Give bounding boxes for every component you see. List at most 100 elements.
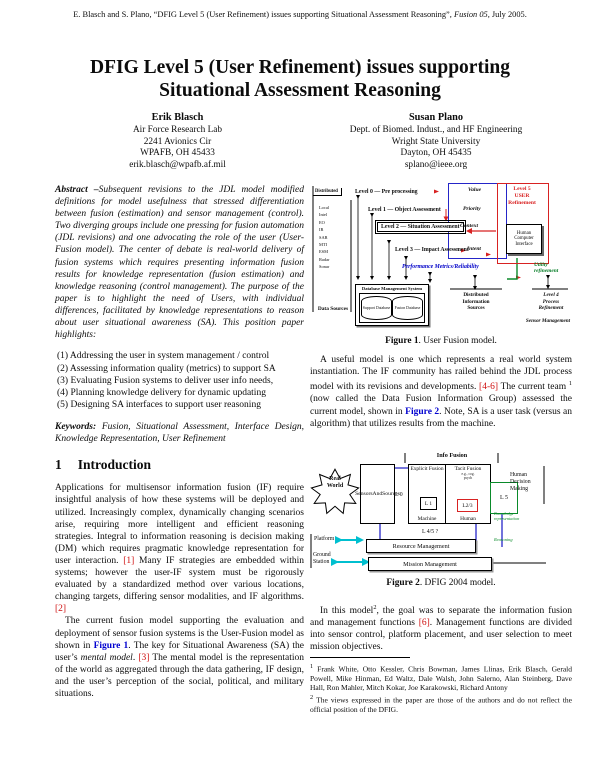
text-segment: [4-6] xyxy=(479,382,499,393)
figure1-dis-line: Sources xyxy=(467,305,485,312)
author-affil-line: 2241 Avionics Cir xyxy=(143,136,212,147)
figure1-level5-line: Refinement xyxy=(508,200,536,206)
author-affiliation: Dept. of Biomed. Indust., and HF Enginee… xyxy=(305,125,567,171)
figure1-performance-metrics-label: Performance Metrics/Reliability xyxy=(402,264,479,270)
text-segment: Figure 1 xyxy=(93,640,129,651)
figure2-hdm-line: Decision xyxy=(510,479,531,485)
figure-2-caption: Figure 2. DFIG 2004 model. xyxy=(310,578,572,588)
figure2-l23-box: L2/3 xyxy=(457,499,478,512)
author-affil-line: Wright State University xyxy=(391,136,481,147)
figure1-level3-label: Level 3 — Impact Assessment xyxy=(395,247,469,253)
right-paragraph-1: A useful model is one which represents a… xyxy=(310,354,572,430)
figure-2-caption-label: Figure 2 xyxy=(386,578,420,588)
figure2-knowledge-line: representation xyxy=(494,515,520,521)
figure1-utility-line: refinement xyxy=(534,268,559,275)
author-affil-line: Dept. of Biomed. Indust., and HF Enginee… xyxy=(349,125,523,135)
figure1-source-item: Sonar xyxy=(319,264,330,270)
real-world-starburst xyxy=(310,468,360,515)
text-segment: 2 xyxy=(310,693,314,701)
text-segment: A useful model is one which represents a… xyxy=(310,355,572,393)
text-segment: The current fusion model supporting the … xyxy=(55,616,304,651)
figure1-source-item: IR xyxy=(319,227,324,233)
figure2-explicit-fusion-label: Explicit Fusion xyxy=(410,466,444,472)
figure2-tacit-note-line: psych xyxy=(463,475,473,480)
running-header: E. Blasch and S. Plano, “DFIG Level 5 (U… xyxy=(0,10,600,19)
text-segment: 1 xyxy=(568,380,572,388)
text-segment: E. Blasch and S. Plano, “DFIG Level 5 (U… xyxy=(73,10,454,19)
figure1-intent-label: Intent xyxy=(467,246,481,252)
figure-1-lines xyxy=(312,186,568,312)
figure2-reasoning-label: Reasoning xyxy=(494,537,513,542)
author-name: Erik Blasch xyxy=(151,112,204,123)
footnote-rule xyxy=(310,657,410,658)
text-segment: The views expressed in the paper are tho… xyxy=(310,695,572,714)
figure2-tacit-fusion-label: Tacit Fusion xyxy=(454,466,482,472)
figure1-source-item: SAR xyxy=(319,234,328,240)
text-segment: . The key for Situational Awareness (SA)… xyxy=(55,640,304,663)
text-segment: , the goal was to separate the informati… xyxy=(310,606,572,629)
text-segment: mental model xyxy=(80,652,133,663)
figure2-l45-label: L 4/5 ? xyxy=(422,529,439,535)
section-number: 1 xyxy=(55,457,62,473)
text-segment: 2 xyxy=(373,604,377,611)
figure2-l5-box: L 5 xyxy=(490,482,518,514)
text-segment: The mental model is the representation o… xyxy=(55,652,304,699)
highlight-list: (1) Addressing the user in system manage… xyxy=(57,350,304,411)
figure2-real-world-line: Real xyxy=(329,476,341,482)
intro-paragraph-1: Applications for multisensor information… xyxy=(55,482,304,615)
figure1-source-item: MTI xyxy=(319,242,328,248)
author-affil-line: WPAFB, OH 45433 xyxy=(140,148,215,159)
figure2-mission-management-box: Mission Management xyxy=(368,557,492,571)
text-segment: Subsequent revisions to the JDL model mo… xyxy=(55,185,304,341)
figure-1-caption: Figure 1. User Fusion model. xyxy=(310,336,572,346)
figure2-hdm-line: Making xyxy=(510,486,529,492)
figure1-level4-line: Process xyxy=(542,298,560,305)
figure2-human-label: Human xyxy=(460,516,476,522)
highlight-item: (4) Planning knowledge delivery for dyna… xyxy=(57,388,266,399)
text-segment: [6] xyxy=(418,618,430,629)
abstract: Abstract –Subsequent revisions to the JD… xyxy=(55,184,304,341)
figure1-level2-box: Level 2 — Situation Assessment xyxy=(375,219,466,235)
text-segment: . Management functions are divided into … xyxy=(310,618,572,653)
figure1-level0-label: Level 0 — Pre processing xyxy=(355,189,418,195)
text-segment: In this model xyxy=(320,606,374,617)
text-segment: [1] xyxy=(123,555,135,566)
footnote-2: 2 The views expressed in the paper are t… xyxy=(310,693,572,714)
figure2-sensors-line: Sensors xyxy=(355,490,373,497)
figure1-distributed-label: Distributed xyxy=(313,188,342,197)
author-name: Susan Plano xyxy=(408,112,464,123)
author-block-susan-plano: Susan Plano Dept. of Biomed. Indust., an… xyxy=(305,112,567,171)
figure2-resource-management-box: Resource Management xyxy=(366,539,476,553)
figure1-dis-line: Information xyxy=(462,298,490,305)
highlight-item: (1) Addressing the user in system manage… xyxy=(57,351,270,362)
figure1-dbms-inner: Support Database Fusion Database xyxy=(359,293,425,323)
figure1-source-item: ESM xyxy=(319,249,329,255)
text-segment: Fusion 05 xyxy=(453,10,488,19)
figure1-fusion-database-cylinder: Fusion Database xyxy=(392,296,423,320)
figure1-source-item: Local xyxy=(319,205,329,210)
figure1-user-refinement-box xyxy=(497,183,549,264)
left-column: Abstract –Subsequent revisions to the JD… xyxy=(55,184,304,700)
figure1-sensor-management-label: Sensor Management xyxy=(525,318,571,324)
figure1-context-label: Context xyxy=(460,223,479,229)
figure2-hdm-line: Human xyxy=(510,472,528,478)
text-segment: . Note, SA is a user task (versus an alg… xyxy=(310,406,572,429)
text-segment: Fusion, Situational Assessment, Interfac… xyxy=(55,422,304,445)
figure2-tacit-note-line: e.g., cog. xyxy=(461,471,475,476)
text-segment: . xyxy=(132,652,139,663)
figure2-ground-line: Station xyxy=(313,558,330,565)
figure-2-caption-text: . DFIG 2004 model. xyxy=(419,578,496,588)
text-segment: (now called the Data Fusion Information … xyxy=(310,394,572,417)
figure2-machine-label: Machine xyxy=(417,516,437,522)
figure2-knowledge-line: Knowledge xyxy=(494,511,514,516)
